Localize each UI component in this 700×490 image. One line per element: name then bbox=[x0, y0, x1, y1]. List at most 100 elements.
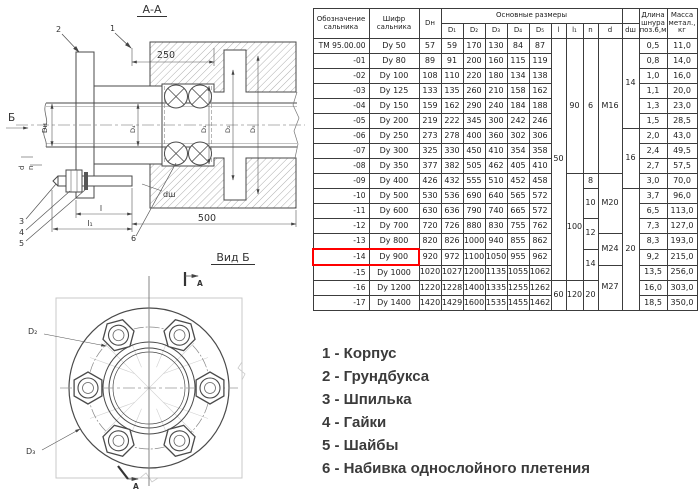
table-cell: 2,7 bbox=[638, 158, 668, 174]
table-cell: Dy 250 bbox=[368, 128, 420, 144]
table-cell: 162 bbox=[528, 83, 552, 99]
table-cell: -01 bbox=[312, 53, 370, 69]
table-cell: 159 bbox=[418, 98, 442, 114]
table-cell: 210 bbox=[484, 83, 508, 99]
table-cell: 256,0 bbox=[666, 264, 698, 281]
table-cell: Dy 800 bbox=[368, 233, 420, 250]
table-cell: 920 bbox=[418, 248, 442, 266]
table-cell: 23,0 bbox=[666, 98, 698, 114]
table-cell: 630 bbox=[418, 203, 442, 219]
table-cell-merged: 12 bbox=[582, 218, 599, 250]
table-cell: 113,0 bbox=[666, 203, 698, 219]
table-cell-merged: 14 bbox=[621, 38, 640, 129]
col-subheader: n bbox=[582, 23, 599, 39]
table-cell: 273 bbox=[418, 128, 442, 144]
table-cell: 1535 bbox=[484, 295, 508, 311]
svg-text:А: А bbox=[133, 482, 139, 490]
dim-l1-label: l₁ bbox=[87, 219, 92, 228]
table-cell: 1,1 bbox=[638, 83, 668, 99]
table-cell: -17 bbox=[312, 295, 370, 311]
table-cell: Dy 600 bbox=[368, 203, 420, 219]
d5-label: D₅ bbox=[249, 125, 257, 133]
table-cell: 462 bbox=[484, 158, 508, 174]
table-cell: 536 bbox=[440, 188, 464, 204]
table-cell: 855 bbox=[506, 233, 530, 250]
col-subheader: dш bbox=[621, 23, 640, 39]
table-cell: -06 bbox=[312, 128, 370, 144]
table-cell-merged: 14 bbox=[582, 248, 599, 281]
table-cell: -08 bbox=[312, 158, 370, 174]
stud-assembly bbox=[52, 169, 133, 193]
table-cell: Dy 150 bbox=[368, 98, 420, 114]
table-cell: 16,0 bbox=[666, 68, 698, 84]
table-cell: 1062 bbox=[528, 264, 552, 281]
col-subheader: D₃ bbox=[484, 23, 508, 39]
table-cell: -13 bbox=[312, 233, 370, 250]
table-cell: 1420 bbox=[418, 295, 442, 311]
table-cell: 110 bbox=[440, 68, 464, 84]
table-cell: 1429 bbox=[440, 295, 464, 311]
d1-label: D₁ bbox=[200, 125, 208, 133]
table-cell: 306 bbox=[528, 128, 552, 144]
table-cell: -04 bbox=[312, 98, 370, 114]
table-cell: 1,0 bbox=[638, 68, 668, 84]
table-cell: 1255 bbox=[506, 280, 530, 296]
table-cell: 303,0 bbox=[666, 280, 698, 296]
table-cell: Dy 80 bbox=[368, 53, 420, 69]
table-cell: Dy 500 bbox=[368, 188, 420, 204]
highlighted-cell: -14 bbox=[312, 248, 370, 266]
table-cell: 1050 bbox=[484, 248, 508, 266]
dsh-label: dш bbox=[163, 190, 175, 199]
table-cell: 690 bbox=[462, 188, 486, 204]
table-cell: Dy 1000 bbox=[368, 264, 420, 281]
table-cell: Dy 200 bbox=[368, 113, 420, 129]
table-cell: 96,0 bbox=[666, 188, 698, 204]
col-subheader: l bbox=[550, 23, 567, 39]
dim-250-label: 250 bbox=[157, 50, 175, 61]
table-cell: 219 bbox=[418, 113, 442, 129]
table-cell: 240 bbox=[484, 98, 508, 114]
table-cell: 134 bbox=[506, 68, 530, 84]
table-cell: -11 bbox=[312, 203, 370, 219]
col-header-designation: Обозначение сальника bbox=[312, 8, 370, 39]
flange-title: Вид Б bbox=[216, 251, 249, 264]
table-cell-merged: 8 bbox=[582, 173, 599, 189]
table-cell: 290 bbox=[462, 98, 486, 114]
col-subheader: D₅ bbox=[528, 23, 552, 39]
table-cell: 405 bbox=[506, 158, 530, 174]
table-cell: 452 bbox=[506, 173, 530, 189]
legend-item: 1 - Корпус bbox=[322, 345, 397, 362]
table-cell: 382 bbox=[440, 158, 464, 174]
table-cell: 830 bbox=[484, 218, 508, 234]
table-cell: 193,0 bbox=[666, 233, 698, 250]
table-cell: 9,2 bbox=[638, 248, 668, 266]
table-cell: 325 bbox=[418, 143, 442, 159]
table-cell: 215,0 bbox=[666, 248, 698, 266]
table-cell: 220 bbox=[462, 68, 486, 84]
table-cell-merged: 50 bbox=[550, 38, 567, 281]
table-cell: 1,5 bbox=[638, 113, 668, 129]
table-cell: 84 bbox=[506, 38, 530, 54]
table-cell-merged: 20 bbox=[621, 188, 640, 311]
table-cell: 138 bbox=[528, 68, 552, 84]
table-cell: 18,5 bbox=[638, 295, 668, 311]
table-cell: 450 bbox=[462, 143, 486, 159]
table-cell: 2,4 bbox=[638, 143, 668, 159]
section-view-drawing: А-А bbox=[6, 3, 305, 248]
table-cell-merged: 90 bbox=[565, 38, 584, 174]
table-cell: Dy 350 bbox=[368, 158, 420, 174]
col-header-cord: Длина шнура поз.6,м bbox=[638, 8, 668, 39]
table-cell: 89 bbox=[418, 53, 442, 69]
d2-label: D₂ bbox=[224, 125, 232, 133]
table-cell: 820 bbox=[418, 233, 442, 250]
table-cell: 59 bbox=[440, 38, 464, 54]
col-subheader: D₁ bbox=[440, 23, 464, 39]
table-cell: 1027 bbox=[440, 264, 464, 281]
